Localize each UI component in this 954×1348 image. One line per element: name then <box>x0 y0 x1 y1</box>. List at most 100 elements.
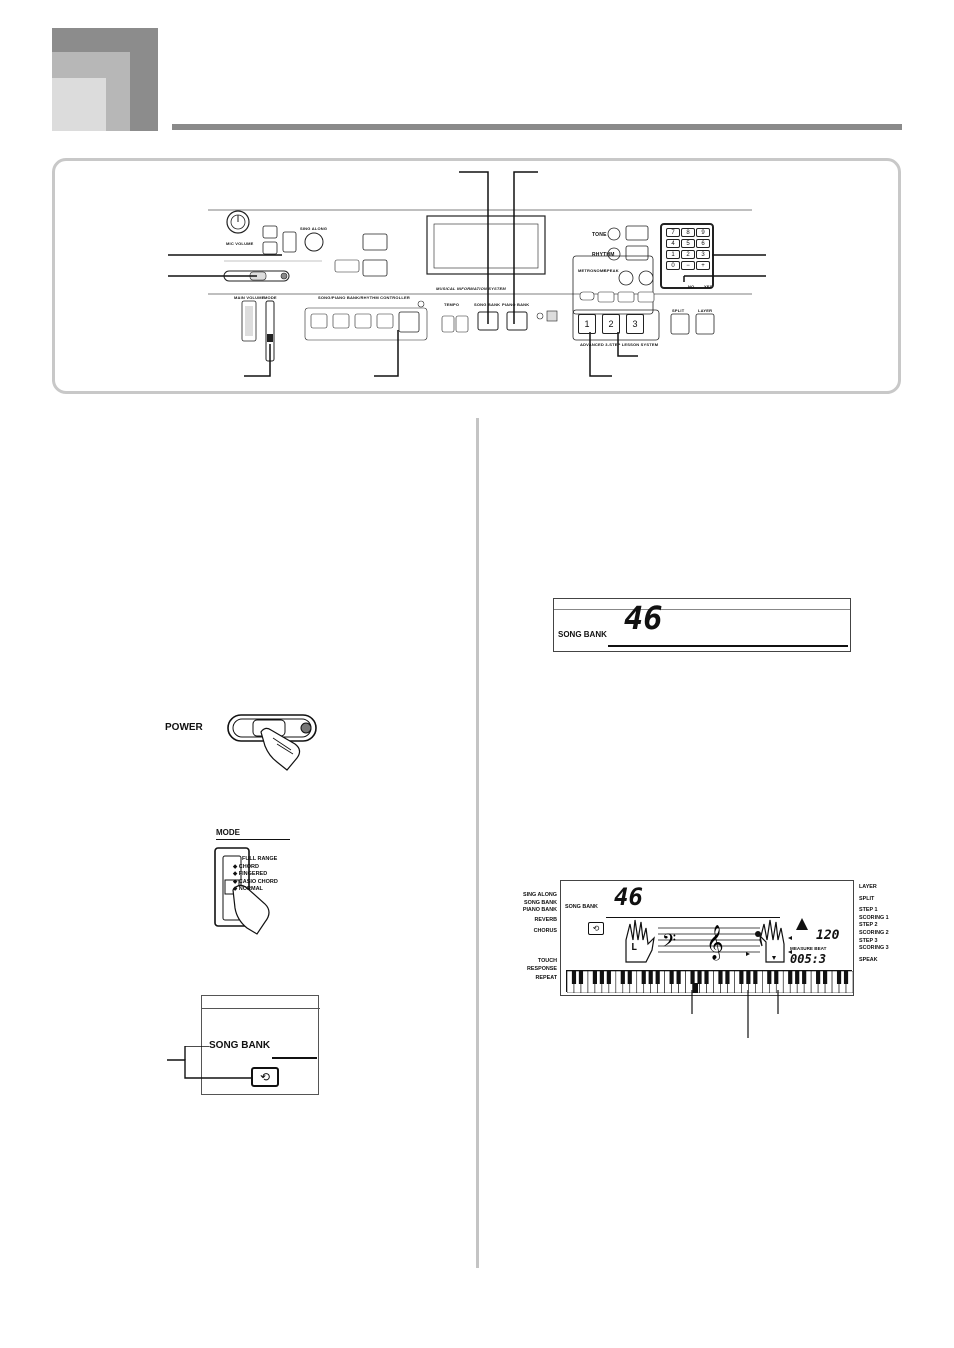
indicator-chorus: CHORUS <box>533 928 557 935</box>
mode-option: ◆ CASIO CHORD <box>233 878 278 885</box>
layer-label: LAYER <box>698 308 713 313</box>
song-bank-display-label: SONG BANK <box>209 1040 271 1051</box>
numpad-key[interactable]: 2 <box>681 250 695 259</box>
black-key <box>578 971 584 984</box>
indicator-step-2: STEP 2 <box>859 922 878 929</box>
numpad-key[interactable]: − <box>681 261 695 270</box>
header-square-light <box>52 78 106 131</box>
keyboard-callouts <box>691 990 779 1038</box>
mode-rule <box>216 839 290 840</box>
mode-options: FULL RANGE ◆ CHORD ◆ FINGERED ◆ CASIO CH… <box>233 856 278 894</box>
indicator-split: SPLIT <box>859 895 875 902</box>
metronome-label: METRONOME <box>578 268 607 273</box>
indicator-touch: TOUCH <box>537 957 557 964</box>
black-key <box>627 971 632 984</box>
numpad-key[interactable]: 1 <box>666 250 680 259</box>
left-hand-icon <box>625 919 655 963</box>
indicator-song-bank: SONG BANK <box>524 899 557 906</box>
system-name-label: MUSICAL INFORMATION SYSTEM <box>436 286 506 291</box>
indicator-scoring-3: SCORING 3 <box>859 945 889 952</box>
black-key <box>802 971 807 984</box>
left-indicators: SING ALONG SONG BANK PIANO BANK REVERB C… <box>505 892 557 983</box>
step-keys: 1 2 3 <box>578 314 644 334</box>
controller-label: SONG/PIANO BANK/RHYTHM CONTROLLER <box>318 295 410 300</box>
black-key <box>836 971 842 984</box>
full-display-song-bank: SONG BANK <box>565 904 598 910</box>
speak-label: SPEAK <box>604 268 619 273</box>
indicator-layer: LAYER <box>859 884 877 890</box>
numpad-key[interactable]: 7 <box>666 228 680 237</box>
main-volume-label: MAIN VOLUME <box>234 295 265 300</box>
black-key <box>816 971 821 984</box>
tone-label: TONE <box>592 232 607 238</box>
full-display-song-icon: ⟲ <box>588 922 604 935</box>
black-key <box>718 971 723 984</box>
bass-clef-icon: 𝄢 <box>662 931 676 956</box>
indicator-response: RESPONSE <box>527 965 557 972</box>
mode-option: ◆ CHORD <box>233 863 259 870</box>
black-key <box>690 971 695 984</box>
measure-beat-value: 005:3 <box>790 952 827 966</box>
numpad-key[interactable]: 4 <box>666 239 680 248</box>
no-label: NO <box>688 284 695 289</box>
black-key <box>655 971 660 984</box>
black-key <box>725 971 730 984</box>
lcd-keyboard <box>566 970 854 994</box>
mic-volume-label: MIC VOLUME <box>226 241 254 246</box>
numpad-key[interactable]: 5 <box>681 239 695 248</box>
power-label: POWER <box>165 722 203 733</box>
numpad-key[interactable]: 8 <box>681 228 695 237</box>
black-key <box>606 971 611 984</box>
tempo-label: TEMPO <box>444 302 460 307</box>
full-lcd-display <box>560 880 854 996</box>
numpad-key[interactable]: 0 <box>666 261 680 270</box>
power-switch-illustration <box>227 714 317 771</box>
black-key <box>676 971 681 984</box>
song-number-display <box>553 598 851 652</box>
metronome-icon <box>796 918 808 930</box>
black-key <box>571 971 577 984</box>
song-number-value: 46 <box>624 599 663 637</box>
indicator-step-3: STEP 3 <box>859 937 878 944</box>
pressed-key-marker <box>693 983 698 993</box>
piano-bank-panel-label: PIANO BANK <box>502 302 530 307</box>
black-key <box>843 971 849 984</box>
mode-option: ◆ NORMAL <box>233 886 263 893</box>
black-key <box>753 971 758 984</box>
black-key <box>823 971 828 984</box>
rhythm-label: RHYTHM <box>592 252 615 258</box>
black-key <box>774 971 779 984</box>
song-number-label: SONG BANK <box>558 630 607 639</box>
numpad-key[interactable]: + <box>696 261 710 270</box>
step-key[interactable]: 2 <box>602 314 620 334</box>
sing-along-label: SING ALONG <box>300 226 328 231</box>
mode-option: FULL RANGE <box>242 856 278 862</box>
song-bank-display <box>201 995 320 1095</box>
indicator-callout <box>167 1046 251 1079</box>
indicator-repeat: REPEAT <box>535 975 557 982</box>
black-key <box>648 971 653 984</box>
black-key <box>641 971 646 984</box>
indicator-reverb: REVERB <box>534 916 557 923</box>
step-key[interactable]: 3 <box>626 314 644 334</box>
right-indicators: LAYER SPLIT STEP 1 SCORING 1 STEP 2 SCOR… <box>859 884 889 964</box>
mode-label: MODE <box>216 828 240 837</box>
black-key <box>746 971 751 984</box>
black-key <box>669 971 674 984</box>
indicator-piano-bank: PIANO BANK <box>522 907 557 914</box>
numpad-key[interactable]: 9 <box>696 228 710 237</box>
numpad-key[interactable]: 3 <box>696 250 710 259</box>
indicator-sing-along: SING ALONG <box>523 892 557 898</box>
indicator-step-1: STEP 1 <box>859 907 878 914</box>
display-rule <box>272 1057 317 1059</box>
black-key <box>620 971 625 984</box>
numpad-key[interactable]: 6 <box>696 239 710 248</box>
control-panel-illustration <box>168 171 766 377</box>
treble-clef-icon: 𝄞 <box>706 925 724 961</box>
numpad: 7 8 9 4 5 6 1 2 3 0 − + <box>666 228 710 270</box>
mode-slider-illustration <box>214 847 270 935</box>
step-key[interactable]: 1 <box>578 314 596 334</box>
black-key <box>697 971 702 984</box>
indicator-scoring-2: SCORING 2 <box>859 929 889 936</box>
split-label: SPLIT <box>672 308 685 313</box>
